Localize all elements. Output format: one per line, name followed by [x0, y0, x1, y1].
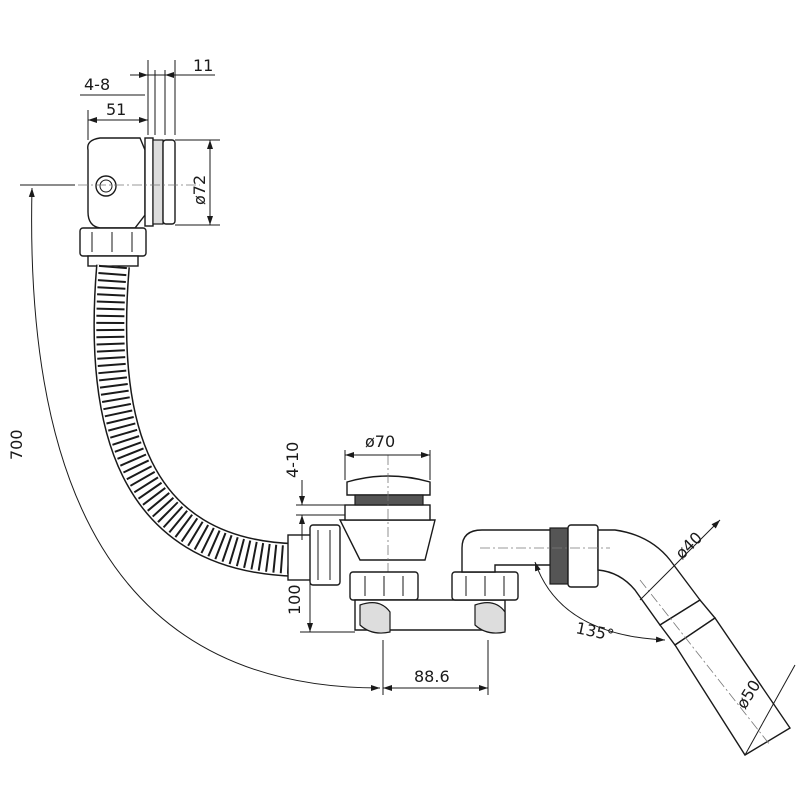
hose-length-dimension: 700 [7, 184, 381, 691]
trap-pipe [461, 524, 791, 756]
dim-hose-length: 700 [7, 429, 26, 460]
dim-drain-height: 100 [285, 584, 304, 615]
dim-drain-diameter: ø70 [365, 432, 395, 451]
dim-overflow-gap: 11 [193, 56, 213, 75]
dim-drain-to-trap: 88.6 [414, 667, 450, 686]
dim-trap-inlet-diameter: ø40 [671, 528, 706, 563]
dim-overflow-depth: 51 [106, 100, 126, 119]
drain-dimensions: ø70 4-10 100 88.6 [283, 432, 489, 695]
overflow-dimensions: 11 4-8 51 ø72 [80, 56, 220, 226]
dim-overflow-diameter: ø72 [190, 175, 209, 205]
overflow-nut [79, 227, 147, 267]
dim-drain-thickness: 4-10 [283, 442, 302, 478]
dim-overflow-thickness: 4-8 [84, 75, 110, 94]
overflow-head [60, 137, 200, 229]
dim-trap-angle: 135° [574, 618, 616, 645]
flexible-hose [93, 264, 296, 577]
